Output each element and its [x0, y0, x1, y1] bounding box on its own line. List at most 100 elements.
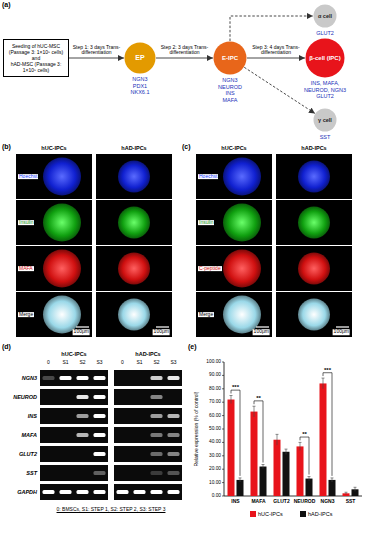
error-bar — [355, 487, 356, 491]
spheroid — [118, 161, 150, 193]
stain-label: Hoechst — [18, 174, 38, 180]
stain-label: C-peptide — [198, 266, 222, 272]
scale-bar-label: 100μm — [333, 329, 350, 335]
circle-fill — [314, 5, 337, 28]
panel-letter: (c) — [182, 143, 191, 151]
circle-fill — [306, 39, 345, 78]
lane-label: S3 — [96, 360, 102, 366]
spheroid — [298, 207, 330, 239]
gene-label: GAPDH — [17, 489, 37, 495]
micrograph-tile — [276, 200, 352, 245]
bar — [283, 452, 290, 496]
stage-name: EP — [135, 54, 144, 62]
bar — [297, 446, 304, 496]
bar — [251, 412, 258, 496]
panel-letter: (e) — [188, 343, 197, 351]
tick-label: 0.00 — [212, 493, 221, 499]
gel-band — [168, 452, 180, 456]
process-arrow — [156, 58, 213, 59]
error-bar — [263, 465, 264, 469]
gel-strip — [40, 427, 108, 443]
bar — [260, 467, 267, 496]
stain-label: Insulin — [198, 220, 214, 226]
spheroid — [118, 207, 150, 239]
gene-label: SST — [26, 470, 37, 476]
gel-band — [168, 376, 180, 380]
scale-bar — [256, 326, 269, 327]
gene-label: GLUT2 — [19, 451, 37, 457]
lane-label: S1 — [62, 360, 68, 366]
lane-label: S2 — [153, 360, 159, 366]
stain-label: Hoechst — [198, 174, 218, 180]
micrograph-tile — [16, 292, 92, 337]
tick-label: 30.00 — [209, 453, 221, 459]
gel-band — [77, 395, 89, 399]
spheroid — [43, 250, 81, 288]
process-arrow — [69, 58, 124, 59]
box-text: Seeding of hUC-MSC (Passage 3: 1×10⁵ cel… — [6, 43, 66, 55]
significance-stars: *** — [232, 384, 239, 391]
scale-bar — [336, 326, 349, 327]
gel-band — [43, 490, 55, 494]
gel-band — [168, 414, 180, 418]
gel-band — [168, 433, 180, 437]
micrograph-tile — [96, 292, 172, 337]
tick-label: 50.00 — [209, 426, 221, 432]
gel-band — [77, 490, 89, 494]
gel-strip — [114, 446, 182, 462]
micrograph-tile — [196, 200, 272, 245]
panel-letter: (b) — [2, 143, 11, 151]
significance-bracket — [323, 373, 332, 476]
category-label: NGN3 — [321, 499, 335, 505]
micrograph-tile — [276, 292, 352, 337]
bar — [237, 480, 244, 496]
micrograph-tile — [196, 292, 272, 337]
gene-label: NEUROD — [13, 394, 37, 400]
gel-strip — [114, 427, 182, 443]
error-bar — [300, 442, 301, 450]
marker-genes: NGN3 NEUROD INS MAFA — [218, 77, 242, 103]
scale-bar-label: 100μm — [253, 329, 270, 335]
spheroid — [118, 253, 150, 285]
error-cap — [308, 476, 311, 477]
axis-tick — [222, 362, 224, 363]
gel-band — [77, 376, 89, 380]
bar — [228, 400, 235, 496]
micrograph-tile — [16, 154, 92, 199]
significance-bracket — [300, 437, 309, 475]
error-bar — [277, 434, 278, 445]
stage-circle: E-IPCNGN3 NEUROD INS MAFA — [213, 41, 247, 75]
tick-label: 20.00 — [209, 466, 221, 472]
column-header: hUC-IPCs — [221, 145, 246, 151]
error-cap — [239, 477, 242, 478]
category-label: SST — [346, 499, 356, 505]
axis-tick — [222, 388, 224, 389]
box-text: and — [6, 55, 66, 61]
column-header: hUC-IPCs — [41, 145, 66, 151]
micrograph-tile — [276, 154, 352, 199]
scale-bar-label: 100μm — [153, 329, 170, 335]
error-cap — [322, 378, 325, 379]
micrograph-tile — [276, 246, 352, 291]
axis-tick — [222, 442, 224, 443]
significance-stars: *** — [324, 367, 331, 374]
gel-band — [168, 490, 180, 494]
gel-band — [151, 395, 163, 399]
spheroid — [43, 296, 81, 334]
error-cap — [354, 487, 357, 488]
spheroid — [223, 204, 261, 242]
x-axis — [224, 496, 362, 497]
error-bar — [332, 478, 333, 482]
gel-band — [134, 490, 146, 494]
axis-tick — [222, 455, 224, 456]
axis-tick — [222, 402, 224, 403]
spheroid — [43, 158, 81, 196]
error-cap — [253, 406, 256, 407]
stage-circle: EPNGN3 PDX1 NKX6.1 — [124, 42, 156, 74]
panel-letter: (d) — [2, 343, 11, 351]
stain-label: MAFA — [18, 266, 34, 272]
process-arrow — [247, 58, 305, 59]
lane-label: S2 — [79, 360, 85, 366]
stain-label: Merge — [198, 312, 214, 318]
